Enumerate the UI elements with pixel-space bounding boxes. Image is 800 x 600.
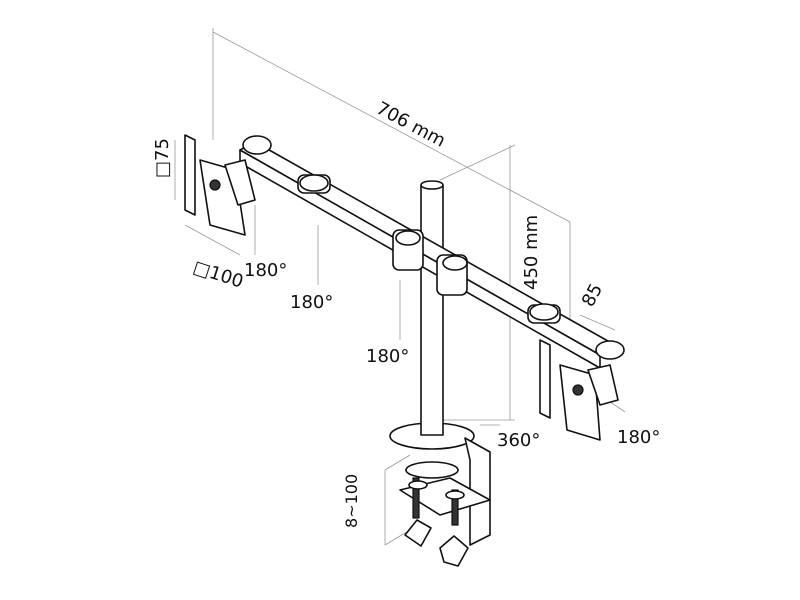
desk-clamp xyxy=(389,422,491,567)
vesa-100-label: □100 xyxy=(190,257,245,293)
arm-offset-label: 85 xyxy=(578,280,607,310)
pole xyxy=(420,180,444,436)
rotation-base-label: 360° xyxy=(497,430,540,451)
vesa-75-label: □75 xyxy=(152,138,173,178)
desk-thickness-label: 8~100 xyxy=(342,474,361,528)
dimension-lines xyxy=(174,28,626,546)
rotation-right-plate-label: 180° xyxy=(617,427,660,448)
height-label: 450 mm xyxy=(521,215,542,290)
rotation-left-plate-label: 180° xyxy=(244,260,287,281)
rotation-center-label: 180° xyxy=(366,346,409,367)
right-monitor-plate xyxy=(539,339,625,441)
width-label: 706 mm xyxy=(373,98,449,152)
rotation-left-arm-label: 180° xyxy=(290,292,333,313)
left-monitor-plate xyxy=(184,134,272,236)
crossbar-arm xyxy=(239,141,616,369)
